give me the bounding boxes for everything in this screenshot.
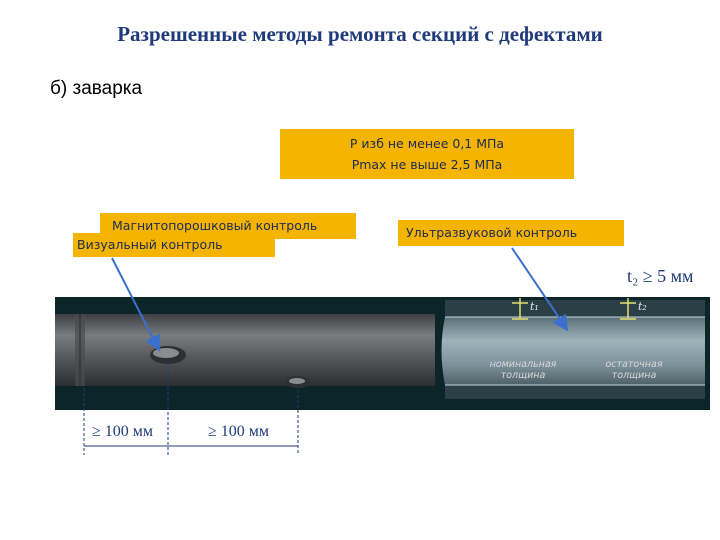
t2-condition-label: t₂ ≥ 5 мм	[627, 266, 694, 286]
pressure-condition-box: Р изб не менее 0,1 МПа Pmax не выше 2,5 …	[280, 129, 574, 179]
dimension-label-1: ≥ 100 мм	[92, 423, 154, 440]
pressure-line-2: Pmax не выше 2,5 МПа	[351, 157, 503, 172]
ultrasonic-control-label: Ультразвуковой контроль	[398, 220, 624, 246]
dimension-lines	[83, 362, 299, 455]
left-pipe	[55, 314, 435, 388]
pressure-line-1: Р изб не менее 0,1 МПа	[349, 136, 505, 151]
visual-control-arrow	[111, 257, 160, 352]
page-title: Разрешенные методы ремонта секций с дефе…	[117, 22, 603, 46]
ultrasonic-control-arrow	[511, 247, 569, 332]
visual-control-label: Визуальный контроль	[73, 233, 275, 257]
section-subtitle: б) заварка	[50, 78, 143, 99]
dimension-label-2: ≥ 100 мм	[208, 423, 270, 440]
nominal-thickness-label: номинальная толщина	[489, 359, 557, 381]
right-pipe	[441, 298, 705, 399]
t1-label: t₁	[530, 300, 539, 313]
residual-thickness-label: остаточная толщина	[605, 359, 663, 381]
t2-label: t₂	[638, 300, 647, 313]
